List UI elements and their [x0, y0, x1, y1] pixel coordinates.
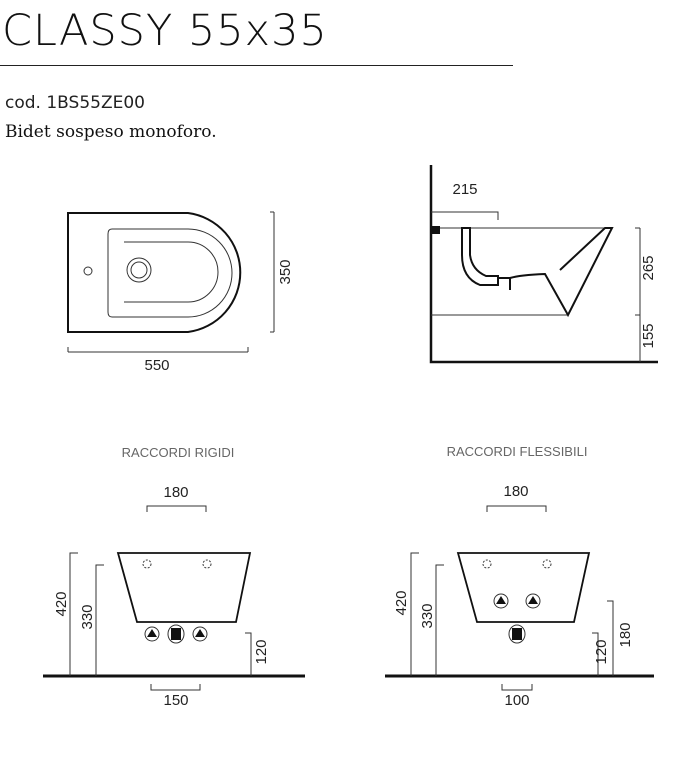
side-bowl-outline [498, 227, 614, 318]
dimension-line-fixing-height [435, 564, 444, 676]
dimension-fixing-height: 330 [419, 603, 436, 628]
title-divider [0, 65, 513, 66]
drain-icon [508, 624, 526, 644]
dimension-line-heights [635, 227, 641, 362]
supply-arrow-icon [195, 629, 205, 637]
dimension-line-total [410, 552, 419, 676]
supply-arrow-icon [147, 629, 157, 637]
dimension-depth: 350 [277, 259, 294, 284]
dimension-offset: 215 [452, 181, 477, 198]
drain-outer-icon [126, 257, 152, 283]
bidet-front-outline [116, 552, 252, 623]
dimension-total-height: 420 [53, 591, 70, 616]
drain-square-icon [171, 628, 181, 640]
drain-icon [167, 624, 185, 644]
fixing-hole-icon [482, 559, 492, 569]
supply-icon [493, 593, 509, 609]
caption-rigid: RACCORDI RIGIDI [122, 445, 235, 460]
wall-bracket [431, 226, 440, 234]
dimension-line-supply-height [607, 600, 614, 676]
drain-square-icon [512, 628, 522, 640]
fixing-hole-icon [142, 559, 152, 569]
top-view: 350 550 [67, 211, 294, 374]
bowl-inner [124, 241, 219, 303]
dimension-line-supply [501, 684, 533, 691]
dimension-line-drain [245, 632, 252, 676]
side-siphon-outline [461, 227, 499, 286]
dimension-fixing-spacing: 180 [163, 484, 188, 501]
dimension-drain-height: 120 [253, 639, 270, 664]
supply-arrow-icon [496, 596, 506, 604]
dimension-total-height: 420 [393, 590, 410, 615]
dimension-line-width [67, 347, 249, 353]
supply-icon [144, 626, 160, 642]
dimension-line-depth [270, 211, 275, 333]
product-description: Bidet sospeso monoforo. [5, 122, 217, 142]
fixing-hole-icon [202, 559, 212, 569]
dimension-supply-spacing: 150 [163, 692, 188, 709]
dimension-line-fixing [146, 505, 207, 512]
side-view: 215 265 155 [429, 165, 658, 364]
dimension-line-supply [150, 684, 201, 691]
top-view-outline [67, 212, 242, 333]
dimension-drain-height: 120 [593, 639, 610, 664]
supply-icon [525, 593, 541, 609]
tap-hole-icon [83, 266, 93, 276]
dimension-fixing-spacing: 180 [503, 483, 528, 500]
product-title: CLASSY 55x35 [2, 6, 328, 56]
dimension-supply-height: 180 [617, 622, 634, 647]
flexible-connections-view: RACCORDI FLESSIBILI 180 420 330 120 180 … [385, 444, 654, 709]
dimension-line-drain [592, 632, 599, 676]
dimension-bowl-height: 265 [640, 255, 657, 280]
dimension-line-fixing-height [95, 564, 104, 676]
dimension-fixing-height: 330 [79, 604, 96, 629]
dimension-supply-spacing: 100 [504, 692, 529, 709]
bowl-rim [107, 228, 233, 318]
dimension-floor-height: 155 [640, 323, 657, 348]
product-code: cod. 1BS55ZE00 [5, 93, 145, 113]
dimension-line-fixing [486, 505, 547, 512]
rigid-connections-view: RACCORDI RIGIDI 180 420 330 120 150 [43, 445, 305, 709]
supply-icon [192, 626, 208, 642]
fixing-hole-icon [542, 559, 552, 569]
dimension-line-offset [431, 211, 499, 220]
dimension-width: 550 [144, 357, 169, 374]
reference-lines [431, 227, 612, 316]
dimension-line-total [69, 552, 78, 676]
drain-inner-icon [130, 261, 148, 279]
caption-flexible: RACCORDI FLESSIBILI [447, 444, 588, 459]
bidet-front-outline [456, 552, 591, 623]
supply-arrow-icon [528, 596, 538, 604]
